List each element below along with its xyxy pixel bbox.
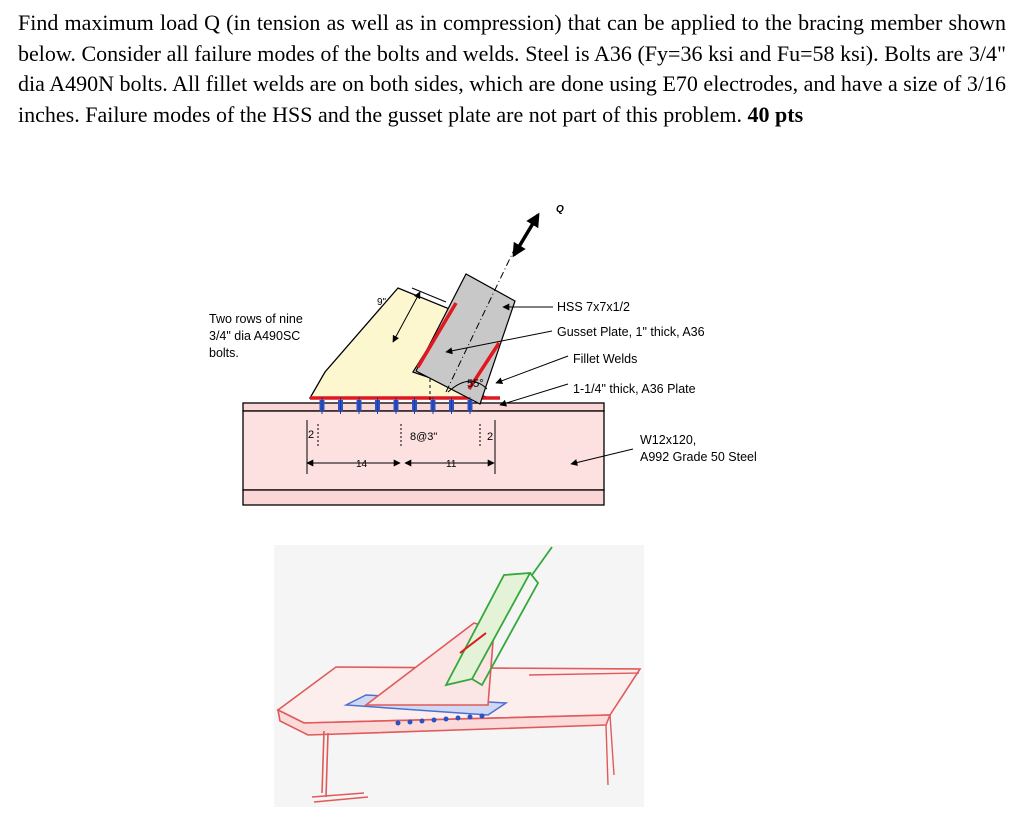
bolt-note-line-2: 3/4" dia A490SC [209, 329, 300, 343]
sketch-bolt [395, 720, 401, 726]
beam-bottom-flange [242, 489, 605, 506]
callout-welds: Fillet Welds [573, 352, 637, 366]
sketch-bolt [467, 714, 473, 720]
callout-hss: HSS 7x7x1/2 [557, 300, 630, 314]
sketch-bolt [455, 715, 461, 721]
angle-arc [447, 380, 488, 393]
callout-gusset-leader [445, 330, 553, 355]
dim-14-label: 14 [356, 459, 368, 470]
q-label: Q [556, 204, 564, 215]
sketch-beam-web [311, 730, 369, 803]
sketch-hss-side [471, 572, 540, 687]
callout-beam-line-2: A992 Grade 50 Steel [640, 450, 757, 464]
angle-label: 55° [467, 378, 484, 390]
hss-member [415, 249, 516, 405]
sketch-load-line [531, 546, 553, 576]
bolt-note-line-3: bolts. [209, 346, 239, 360]
w-beam [242, 402, 605, 506]
dim-9-ext [411, 287, 447, 303]
beam-web [242, 410, 605, 491]
q-arrow [512, 212, 540, 258]
callout-beam-leader [570, 448, 634, 466]
callout-gusset: Gusset Plate, 1" thick, A36 [557, 325, 705, 339]
sketch-bolt [479, 713, 485, 719]
points-label: 40 pts [747, 101, 804, 127]
beam-top-flange [242, 402, 605, 412]
dim-9-label: 9" [377, 297, 387, 308]
dim-9-line [392, 291, 421, 343]
sketch-beam-right-edge [528, 672, 640, 786]
sketch-bolts [395, 713, 485, 726]
hss-weld-left [416, 302, 458, 368]
dim-spacing-label: 8@3" [410, 431, 437, 443]
dim-11-label: 11 [446, 459, 457, 470]
bolt-row [319, 397, 473, 414]
bolt-note-line-1: Two rows of nine [209, 312, 303, 326]
callout-welds-leader [495, 355, 569, 385]
dim-edge-left: 2 [308, 429, 314, 441]
sketch-bolt [443, 716, 449, 722]
callout-beam-line-1: W12x120, [640, 433, 696, 447]
hss-body [415, 273, 516, 405]
sketch-hss-weld [459, 632, 487, 654]
hss-centerline [445, 249, 515, 393]
callout-plate: 1-1/4" thick, A36 Plate [573, 382, 696, 396]
sketch-bolt [419, 718, 425, 724]
sketch-bolt [407, 719, 413, 725]
dim-edge-right: 2 [487, 431, 493, 443]
problem-statement: Find maximum load Q (in tension as well … [18, 8, 1006, 130]
problem-text: Find maximum load Q (in tension as well … [18, 10, 1006, 127]
sketch-bolt [431, 717, 437, 723]
sketch-illustration [274, 545, 644, 807]
callout-plate-leader [499, 383, 569, 407]
